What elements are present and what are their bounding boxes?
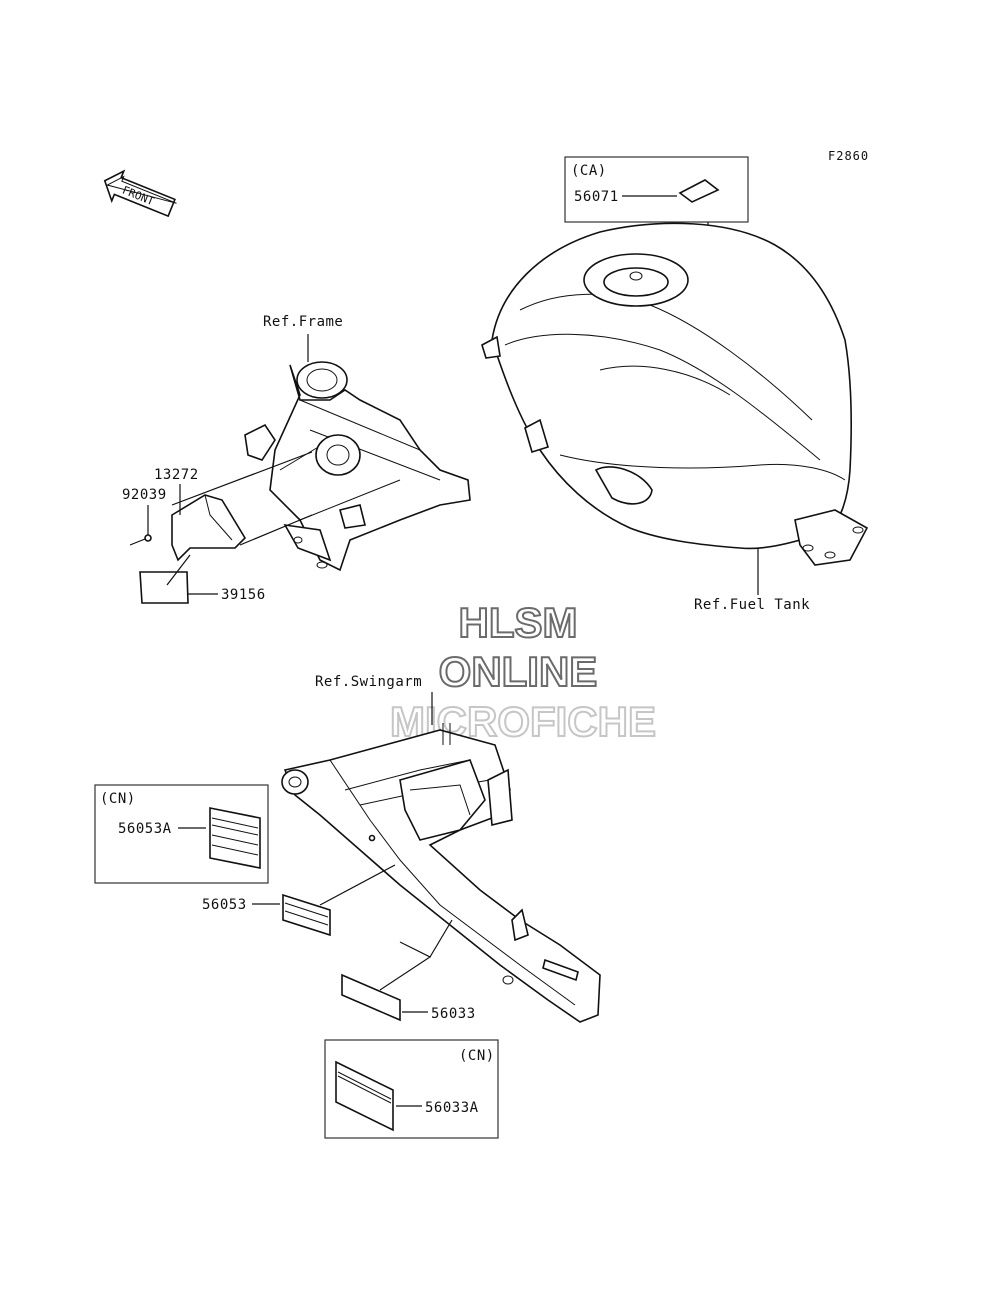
label-39156: 39156 [139, 554, 266, 604]
cn-upper-market-box: (CN) 56053A [94, 784, 269, 884]
label-decal-56033 [341, 973, 401, 1022]
cn-lower-label: (CN) [459, 1048, 495, 1064]
label-decal-56033A [335, 1060, 394, 1132]
part-number-13272: 13272 [154, 467, 199, 483]
fastener-92039: 92039 [122, 487, 167, 546]
cn-upper-label: (CN) [100, 791, 136, 807]
frame-drawing: Ref.Frame [171, 314, 471, 572]
cn-lower-market-box: (CN) 56033A [324, 1039, 499, 1139]
swingarm-drawing: Ref.Swingarm [281, 674, 601, 1023]
fuel-tank-drawing: Ref.Fuel Tank [481, 222, 869, 613]
bracket-13272: 13272 [154, 467, 247, 562]
part-number-56033A: 56033A [425, 1100, 479, 1116]
figure-code: F2860 [828, 149, 869, 163]
part-number-92039: 92039 [122, 487, 167, 503]
part-number-56071: 56071 [574, 189, 619, 205]
reflector-56053: 56053 [202, 864, 396, 937]
ref-swingarm-label: Ref.Swingarm [315, 674, 422, 690]
part-number-56053A: 56053A [118, 821, 172, 837]
watermark: HLSM ONLINE MICROFICHE [389, 598, 657, 746]
part-number-56053: 56053 [202, 897, 247, 913]
label-56033: 56033 [341, 919, 476, 1022]
watermark-line-2: ONLINE [439, 648, 598, 695]
watermark-line-1: HLSM [459, 599, 578, 646]
reflector-decal-56053A [209, 807, 261, 869]
reflector-decal-56053 [282, 893, 331, 937]
front-arrow-icon: FRONT [103, 169, 177, 218]
part-number-39156: 39156 [221, 587, 266, 603]
label-decal-56071 [678, 179, 720, 203]
label-decal-39156 [139, 571, 189, 604]
ca-label: (CA) [571, 163, 607, 179]
ref-frame-label: Ref.Frame [263, 314, 343, 330]
ref-fuel-tank-label: Ref.Fuel Tank [694, 597, 810, 613]
part-number-56033: 56033 [431, 1006, 476, 1022]
